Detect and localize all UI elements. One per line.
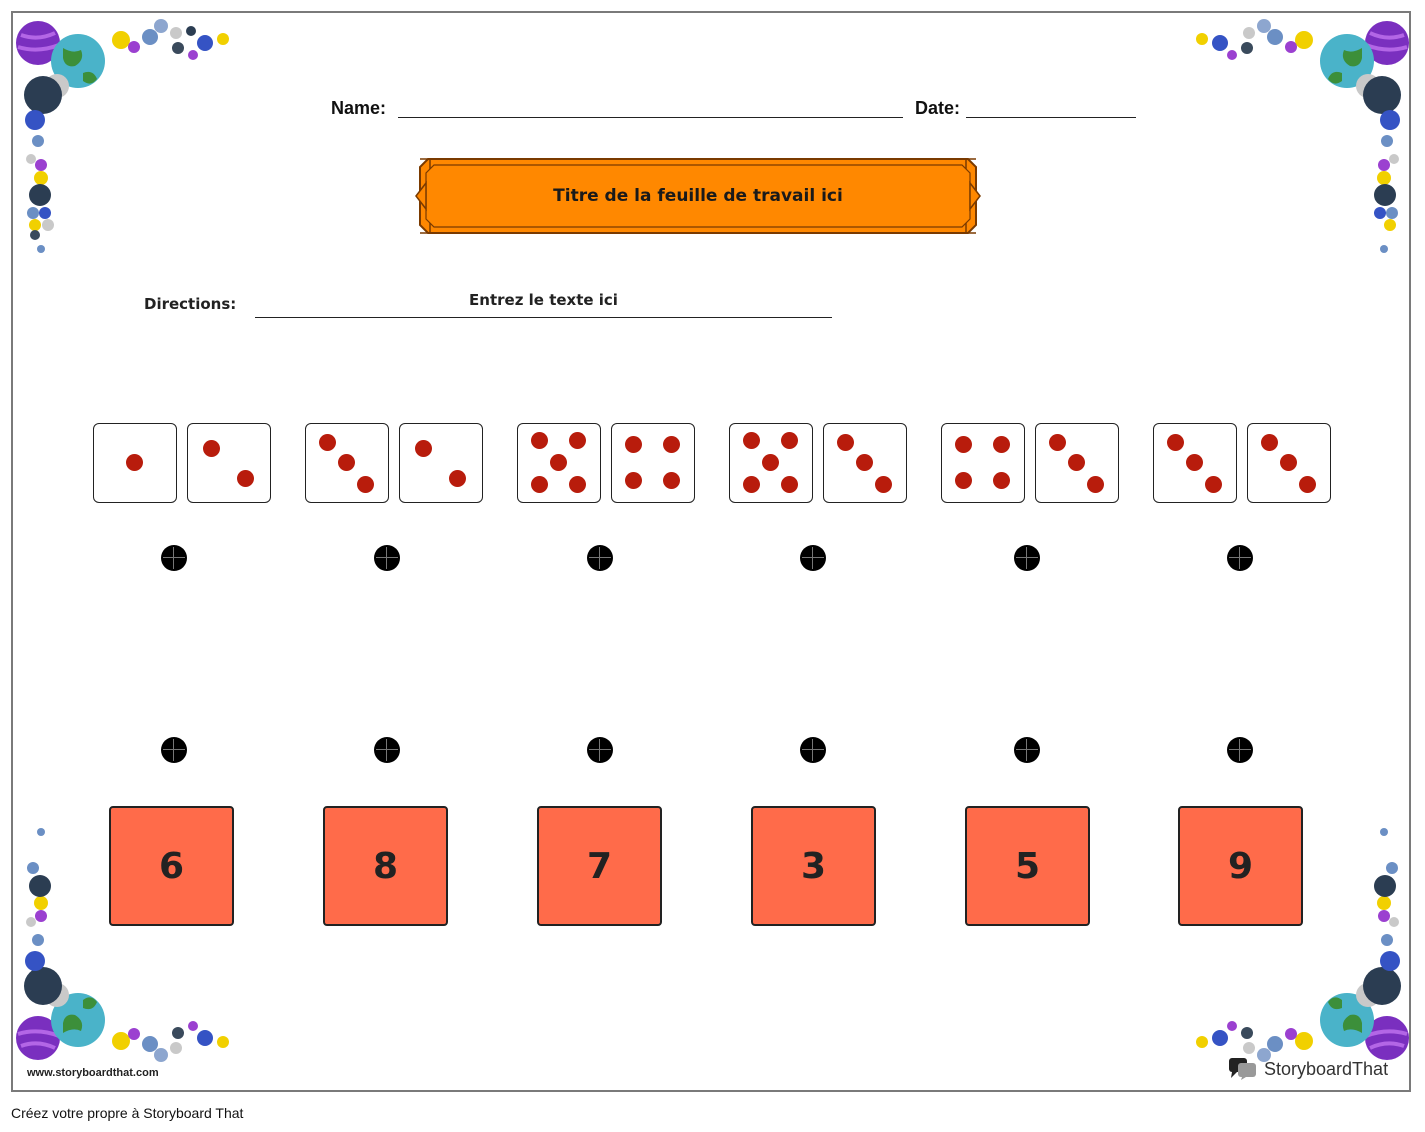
name-line[interactable] <box>398 117 903 118</box>
speech-bubble-icon <box>1229 1058 1256 1080</box>
die-pip <box>1205 475 1223 493</box>
die-face <box>729 423 813 503</box>
date-label: Date: <box>915 98 961 118</box>
number-card: 8 <box>323 806 448 926</box>
number-card: 9 <box>1178 806 1303 926</box>
die-pip <box>993 472 1011 490</box>
number-connector-dot[interactable] <box>161 737 187 763</box>
die-face <box>305 423 389 503</box>
die-pip <box>1068 454 1085 471</box>
die-face <box>1035 423 1119 503</box>
die-pip <box>1260 434 1278 451</box>
storyboardthat-logo: StoryboardThat <box>1228 1057 1388 1081</box>
die-pip <box>569 476 587 494</box>
die-pip <box>663 472 681 490</box>
site-url[interactable]: www.storyboardthat.com <box>27 1067 159 1079</box>
number-card: 6 <box>109 806 234 926</box>
die-pip <box>742 431 760 449</box>
die-pip <box>530 431 548 449</box>
die-face <box>823 423 907 503</box>
die-face <box>1247 423 1331 503</box>
die-face <box>187 423 271 503</box>
die-pip <box>1048 434 1066 451</box>
die-pip <box>550 454 567 471</box>
number-card: 3 <box>751 806 876 926</box>
die-pip <box>1299 475 1317 493</box>
dice-connector-dot[interactable] <box>161 545 187 571</box>
die-pip <box>624 472 642 490</box>
die-pip <box>663 435 681 453</box>
directions-line <box>255 317 832 318</box>
name-label: Name: <box>331 98 387 118</box>
die-pip <box>836 434 854 451</box>
die-pip <box>415 440 433 458</box>
die-pip <box>954 472 972 490</box>
number-card: 7 <box>537 806 662 926</box>
die-pip <box>318 434 336 451</box>
die-pip <box>1186 454 1203 471</box>
die-face <box>941 423 1025 503</box>
date-line[interactable] <box>966 117 1136 118</box>
dice-connector-dot[interactable] <box>374 545 400 571</box>
number-connector-dot[interactable] <box>374 737 400 763</box>
die-pip <box>569 431 587 449</box>
die-pip <box>236 470 254 487</box>
die-pip <box>448 470 466 487</box>
dice-connector-dot[interactable] <box>800 545 826 571</box>
directions-label: Directions: <box>144 295 237 313</box>
die-pip <box>357 475 375 493</box>
dice-connector-dot[interactable] <box>1014 545 1040 571</box>
die-face <box>93 423 177 503</box>
die-pip <box>1087 475 1105 493</box>
die-pip <box>203 440 221 458</box>
dice-connector-dot[interactable] <box>1227 545 1253 571</box>
die-pip <box>742 476 760 494</box>
die-face <box>611 423 695 503</box>
die-pip <box>954 435 972 453</box>
number-card: 5 <box>965 806 1090 926</box>
planets-corner-decoration <box>1162 13 1412 253</box>
die-pip <box>781 476 799 494</box>
title-banner[interactable]: Titre de la feuille de travail ici <box>414 153 982 239</box>
planets-corner-decoration <box>1162 828 1412 1068</box>
number-connector-dot[interactable] <box>587 737 613 763</box>
planets-corner-decoration <box>13 13 263 253</box>
directions-text[interactable]: Entrez le texte ici <box>469 291 618 309</box>
die-face <box>1153 423 1237 503</box>
planets-corner-decoration <box>13 828 263 1068</box>
die-pip <box>624 435 642 453</box>
die-pip <box>530 476 548 494</box>
brand-name: StoryboardThat <box>1264 1058 1389 1079</box>
dice-connector-dot[interactable] <box>587 545 613 571</box>
die-pip <box>1166 434 1184 451</box>
die-pip <box>875 475 893 493</box>
die-pip <box>993 435 1011 453</box>
die-face <box>399 423 483 503</box>
die-face <box>517 423 601 503</box>
number-connector-dot[interactable] <box>1227 737 1253 763</box>
number-connector-dot[interactable] <box>1014 737 1040 763</box>
footer-tagline[interactable]: Créez votre propre à Storyboard That <box>11 1105 244 1121</box>
die-pip <box>781 431 799 449</box>
die-pip <box>1280 454 1297 471</box>
number-connector-dot[interactable] <box>800 737 826 763</box>
die-pip <box>762 454 779 471</box>
die-pip <box>338 454 355 471</box>
die-pip <box>856 454 873 471</box>
die-pip <box>126 454 143 471</box>
worksheet-title: Titre de la feuille de travail ici <box>553 186 843 206</box>
